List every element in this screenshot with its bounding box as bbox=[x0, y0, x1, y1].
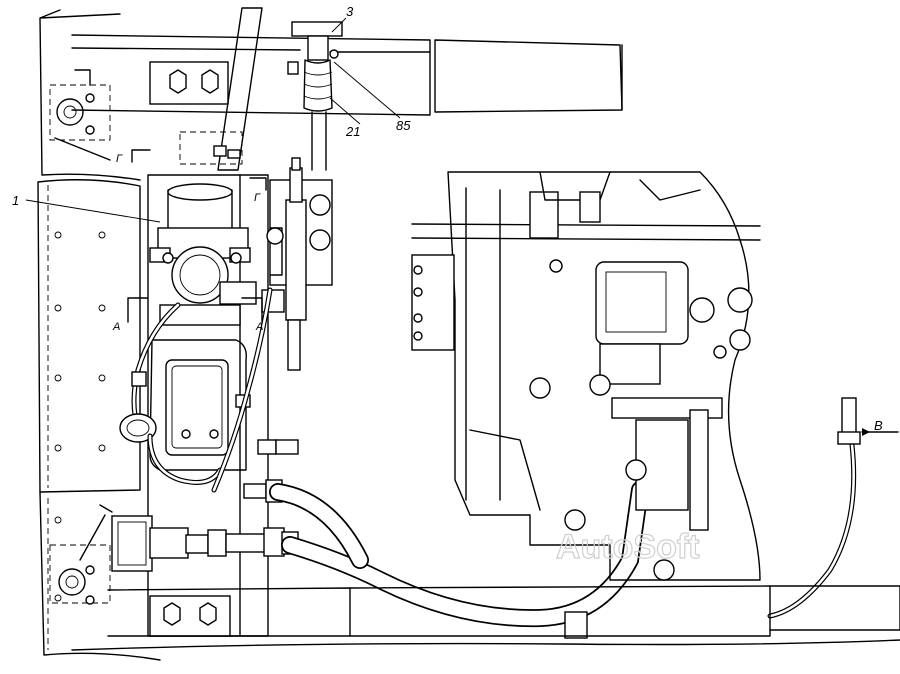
section-label-a-left: A bbox=[112, 321, 120, 333]
leader-lines bbox=[25, 17, 401, 223]
rail-bolt-holes bbox=[54, 231, 106, 602]
lever-valve bbox=[261, 157, 333, 371]
section-label-g-right: Г bbox=[254, 192, 261, 204]
thin-hose bbox=[767, 397, 899, 619]
section-label-a-right: A bbox=[255, 321, 263, 333]
top-crossmember bbox=[71, 34, 623, 116]
section-label-g-left: Г bbox=[116, 153, 123, 165]
main-valve-unit bbox=[149, 183, 257, 326]
callout-3: 3 bbox=[346, 4, 354, 19]
callout-85: 85 bbox=[396, 118, 411, 133]
watermark: AutoSoft bbox=[556, 528, 700, 566]
actuator-box bbox=[149, 339, 299, 471]
callout-1: 1 bbox=[12, 193, 19, 208]
main-hose bbox=[269, 481, 649, 639]
bottom-crossmember bbox=[71, 585, 900, 651]
section-mark-a bbox=[127, 297, 263, 323]
hose-clamp-assembly bbox=[287, 21, 343, 171]
diagonal-bracket bbox=[179, 7, 263, 171]
callout-21: 21 bbox=[345, 124, 360, 139]
section-mark-g bbox=[131, 149, 267, 191]
sensor-cable bbox=[119, 287, 273, 493]
engine-assembly bbox=[411, 171, 761, 581]
view-label-v: В bbox=[874, 418, 883, 433]
left-frame-rail bbox=[37, 9, 161, 661]
